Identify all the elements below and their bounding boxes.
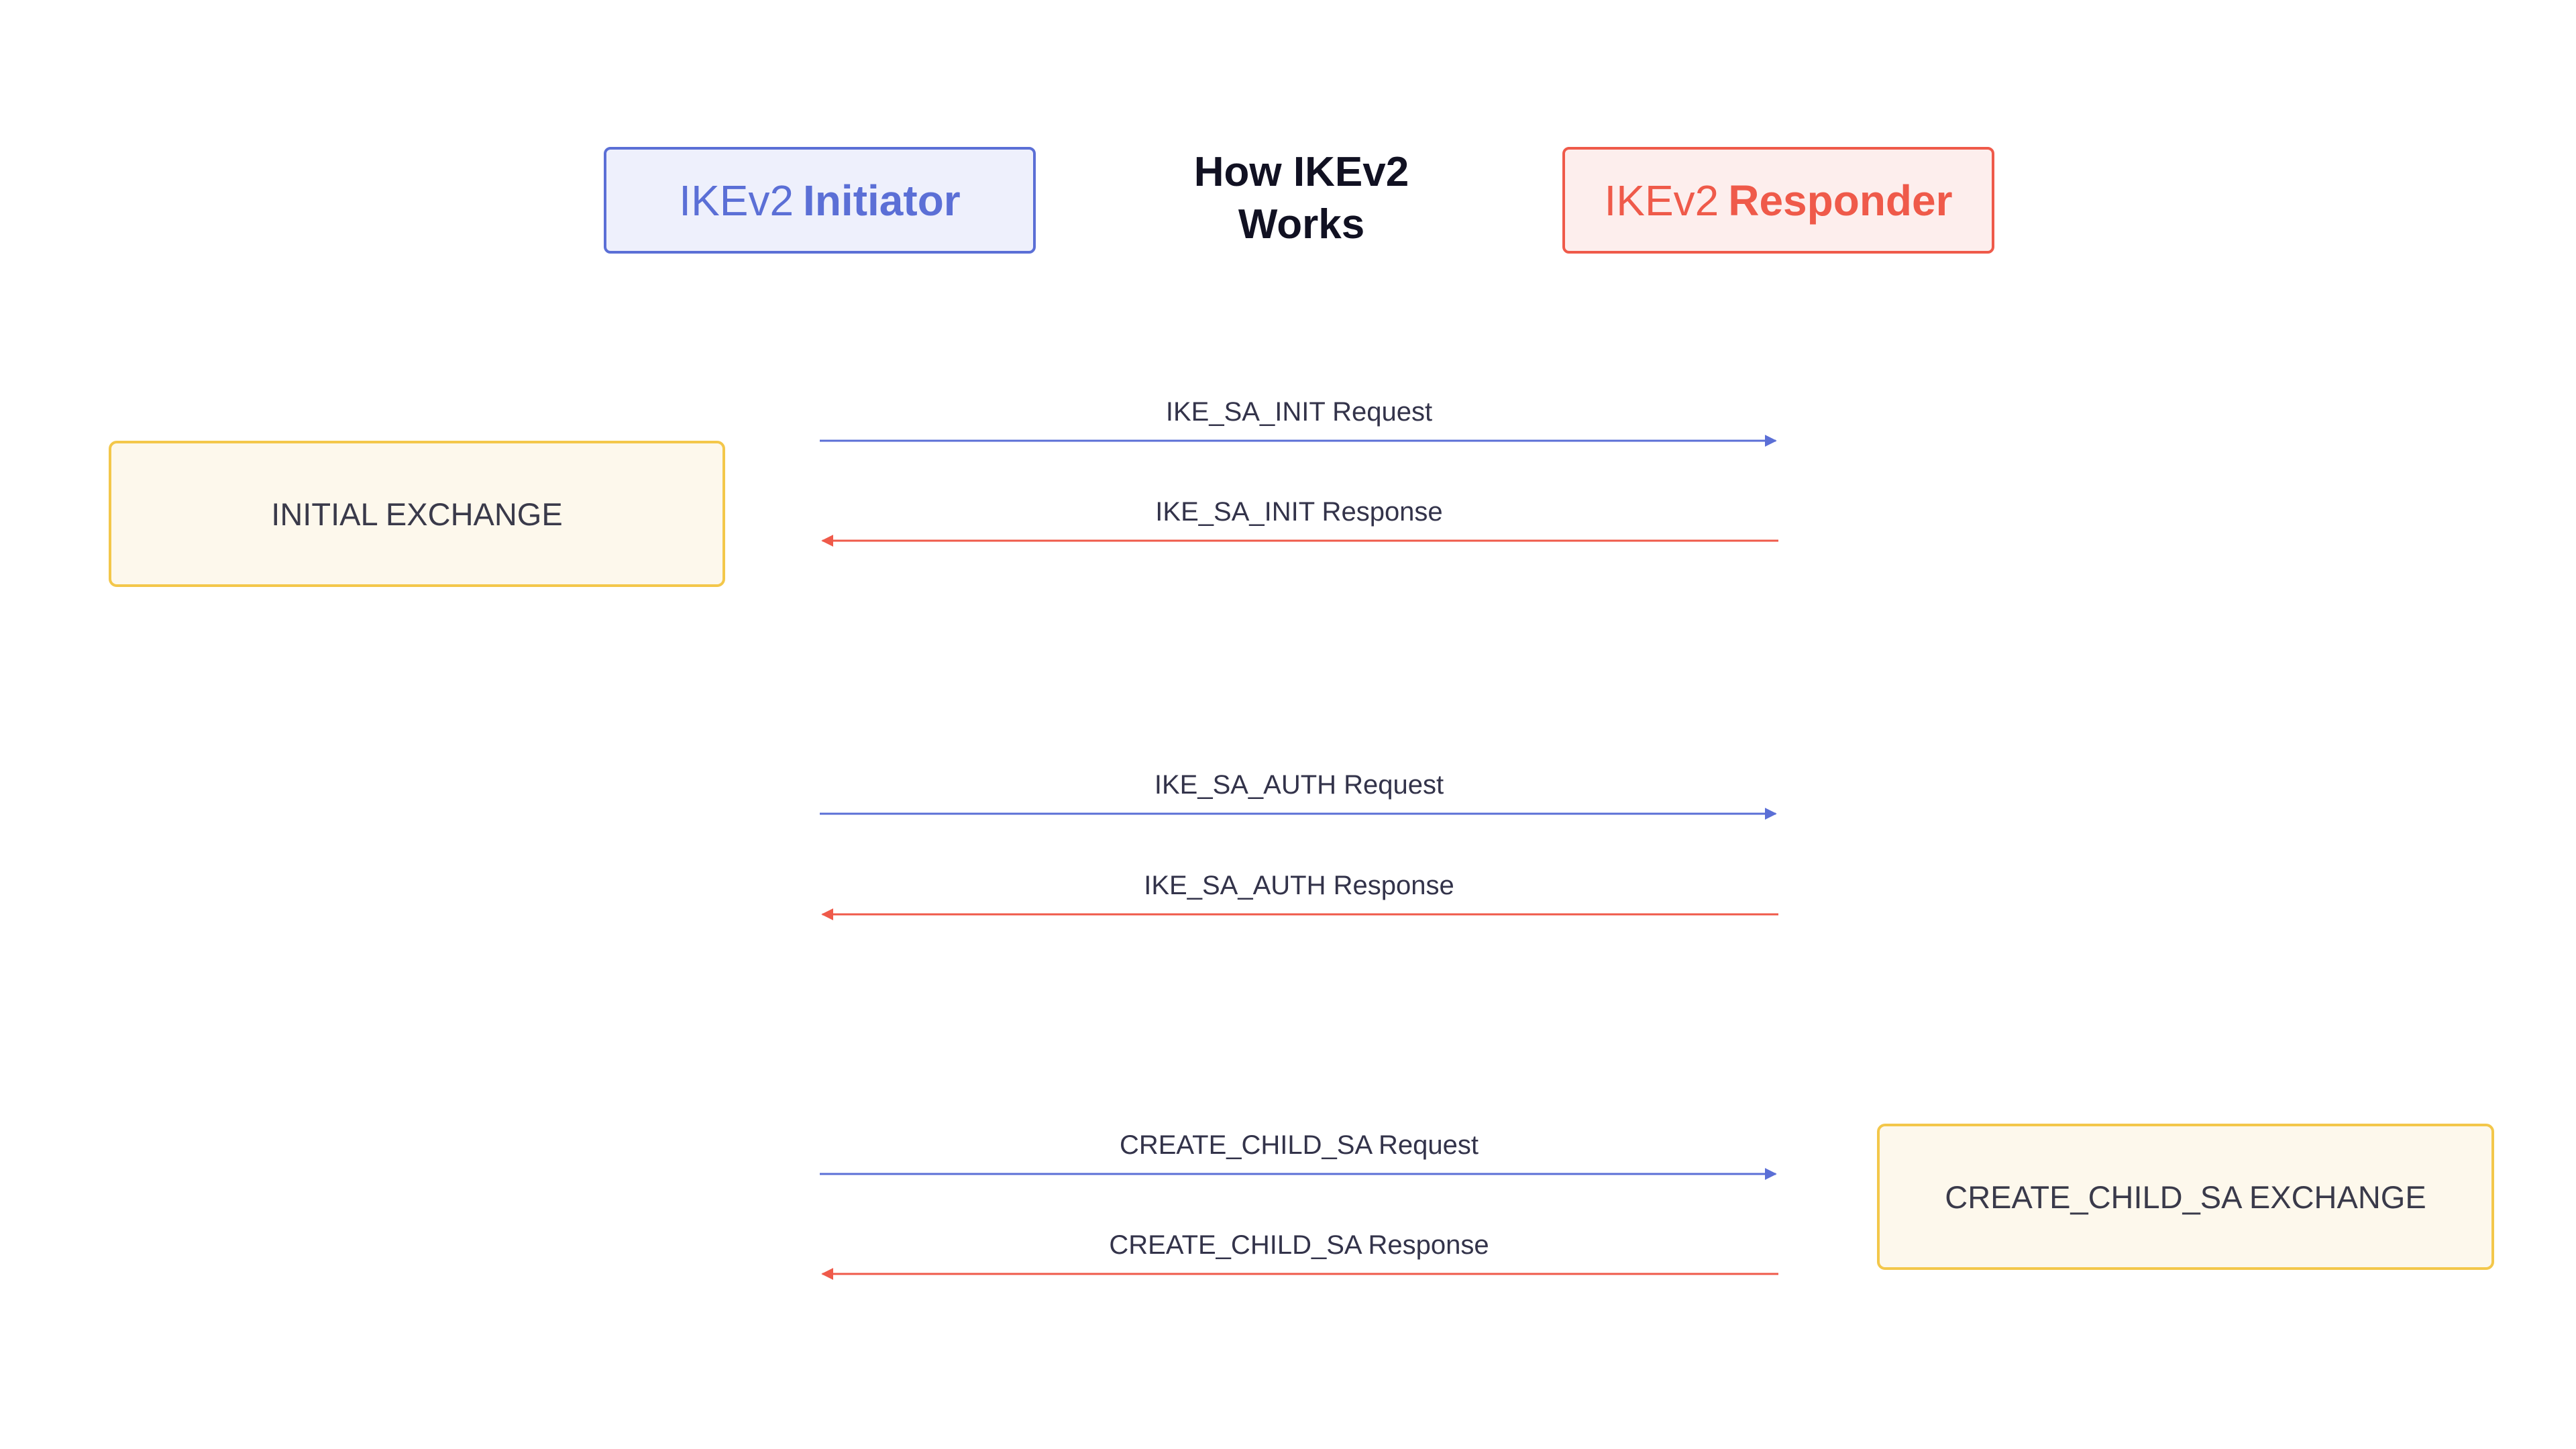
title-line-2: Works — [1238, 201, 1365, 248]
initial-exchange-label: INITIAL EXCHANGE — [271, 496, 563, 532]
message-label: CREATE_CHILD_SA Response — [1109, 1230, 1489, 1260]
initiator-name: Initiator — [803, 176, 961, 225]
title-line-1: How IKEv2 — [1193, 149, 1409, 195]
responder-prefix: IKEv2 — [1604, 176, 1719, 225]
message-label: IKE_SA_AUTH Request — [1155, 770, 1444, 800]
message-label: IKE_SA_AUTH Response — [1144, 871, 1454, 900]
responder-name: Responder — [1728, 176, 1953, 225]
responder-actor-box: IKEv2 Responder — [1562, 147, 1994, 254]
diagram-title: How IKEv2 Works — [1100, 146, 1503, 251]
message-2: IKE_SA_INIT Response — [821, 497, 1778, 547]
create-child-sa-exchange-label: CREATE_CHILD_SA EXCHANGE — [1945, 1179, 2426, 1215]
message-5: CREATE_CHILD_SA Request — [820, 1130, 1777, 1180]
message-label: IKE_SA_INIT Response — [1155, 497, 1442, 527]
message-label: CREATE_CHILD_SA Request — [1120, 1130, 1479, 1160]
message-3: IKE_SA_AUTH Request — [820, 770, 1777, 820]
create-child-sa-exchange-box: CREATE_CHILD_SA EXCHANGE — [1877, 1124, 2494, 1270]
initial-exchange-box: INITIAL EXCHANGE — [109, 441, 725, 587]
initiator-prefix: IKEv2 — [679, 176, 794, 225]
message-label: IKE_SA_INIT Request — [1166, 397, 1432, 427]
message-6: CREATE_CHILD_SA Response — [821, 1230, 1778, 1280]
initiator-actor-box: IKEv2 Initiator — [604, 147, 1036, 254]
message-1: IKE_SA_INIT Request — [820, 397, 1777, 447]
message-4: IKE_SA_AUTH Response — [821, 871, 1778, 920]
